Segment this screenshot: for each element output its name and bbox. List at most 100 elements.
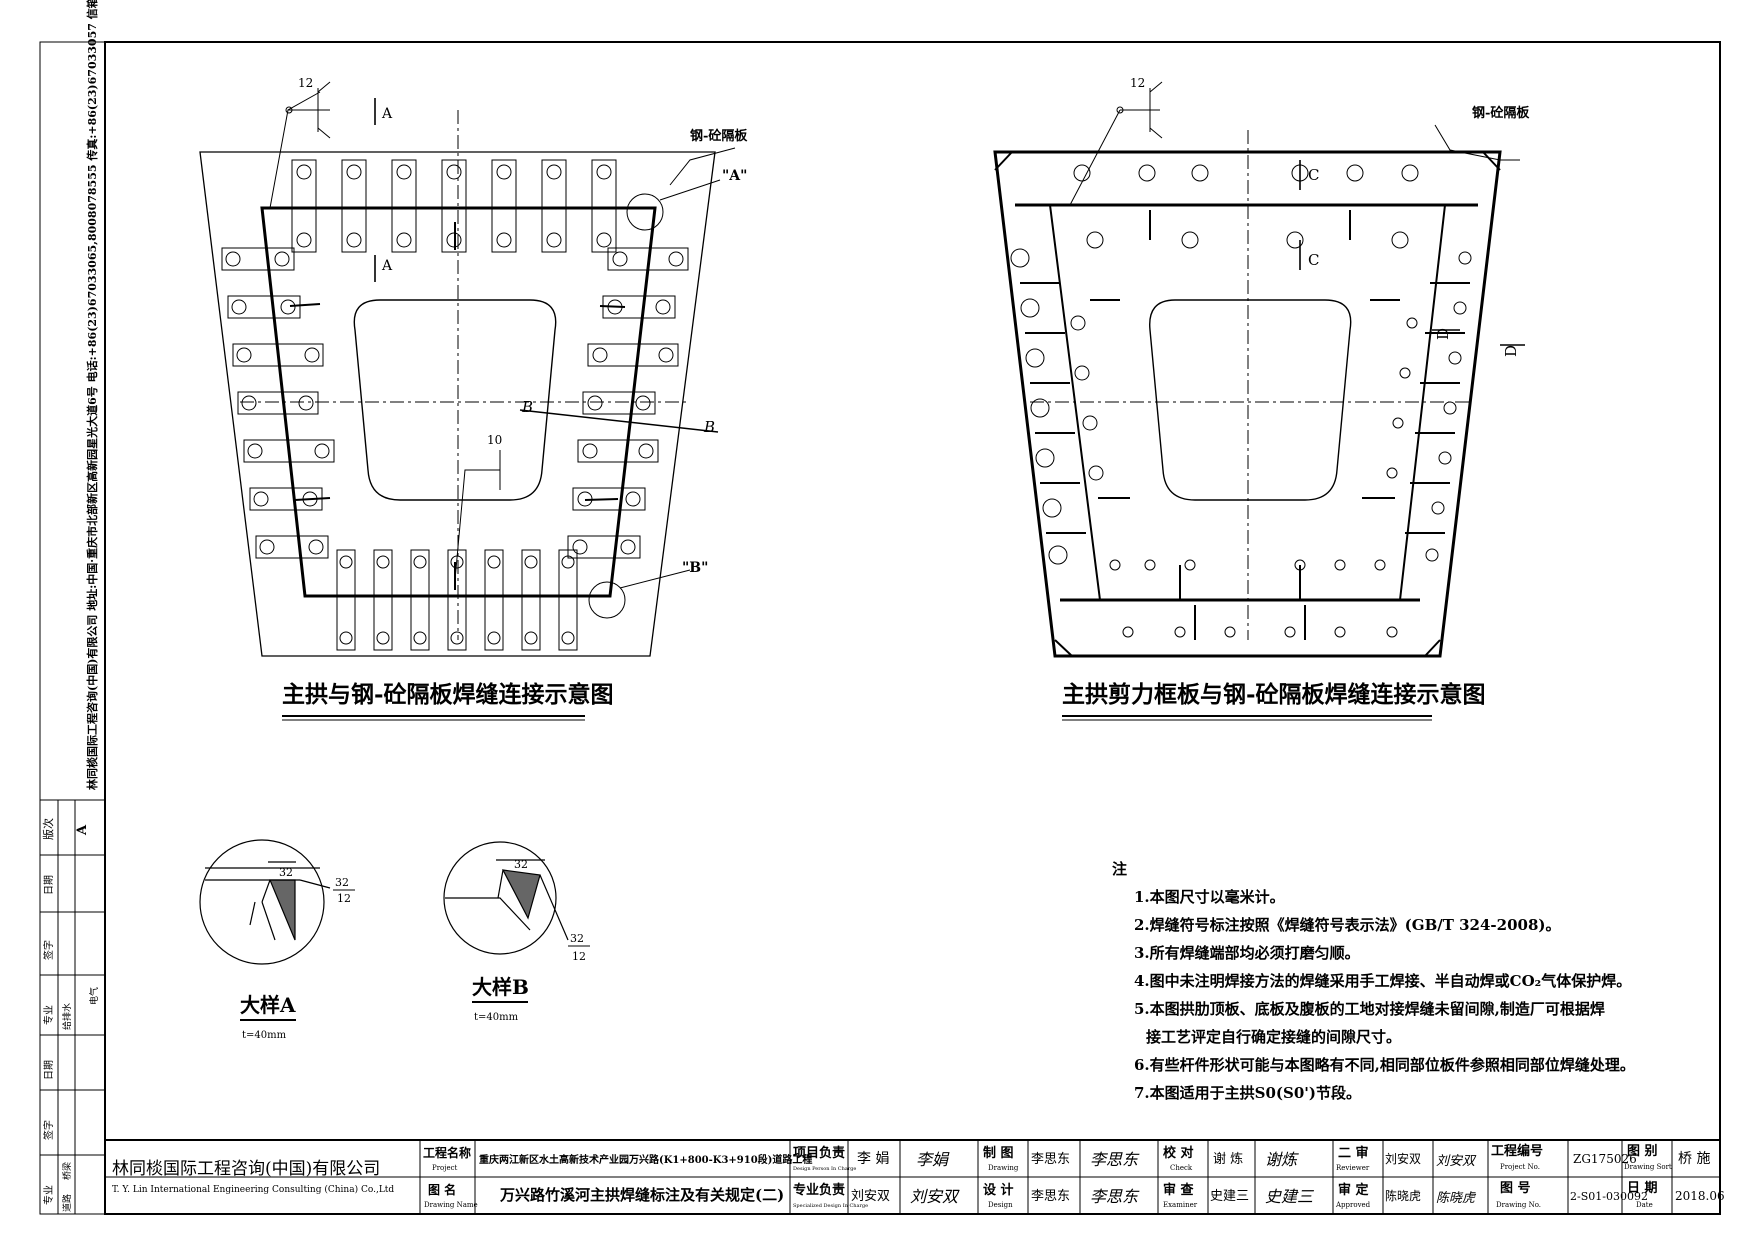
pm-label-en: Design Person In Charge [793,1166,856,1172]
project-label: 工程名称 [423,1145,471,1160]
note-item-7: 7.本图适用于主拱S0(S0')节段。 [1134,1084,1361,1102]
left-weld-size-mid: 10 [487,433,502,447]
drawing-label: 图 名 [428,1182,456,1197]
review-name: 刘安双 [1385,1151,1421,1166]
spec-sign: 刘安双 [910,1187,960,1206]
check-label: 校 对 [1163,1145,1194,1161]
check-sign: 谢炼 [1265,1150,1299,1169]
review-sign: 刘安双 [1436,1154,1477,1169]
left-section-b-right: B [703,418,715,436]
right-section-c-mid: C [1308,251,1319,269]
right-side-studs [567,247,689,559]
draw-label: 制 图 [983,1145,1014,1161]
right-section-d-right: D [1502,345,1520,357]
callout-circle-b [588,581,626,619]
project-no: ZG175026 [1573,1152,1637,1166]
company-name-en: T. Y. Lin International Engineering Cons… [112,1184,394,1195]
note-item-6: 6.有些杆件形状可能与本图略有不同,相同部位板件参照相同部位焊缝处理。 [1134,1056,1635,1074]
notes-title: 注 [1112,860,1128,878]
left-section-drawing [199,81,736,657]
draw-name: 李思东 [1031,1152,1070,1167]
design-label-en: Design [988,1201,1013,1209]
left-section-b-line [519,409,719,433]
sort-label-en: Drawing Sort [1624,1163,1672,1171]
left-manhole [353,299,557,501]
left-weld-size-top: 12 [298,76,313,90]
left-section-a-top: A [381,106,393,122]
check-label-en: Check [1170,1164,1193,1172]
pm-sign: 李娟 [916,1150,950,1169]
exam-name: 史建三 [1210,1189,1249,1204]
right-section-c-top: C [1308,166,1319,184]
drawing-name: 万兴路竹溪河主拱焊缝标注及有关规定(二) [499,1186,784,1204]
rev-label-date1: 日期 [43,875,55,895]
left-callout-a: "A" [722,168,747,184]
projno-label-en: Project No. [1500,1163,1540,1171]
drawing-no: 2-S01-030092 [1570,1190,1648,1203]
left-outer-trapezoid [199,151,716,657]
right-outer-trapezoid [993,150,1502,658]
draw-sign: 李思东 [1090,1150,1140,1169]
inner-frame [104,41,1721,1215]
left-steel-plate-label: 钢-砼隔板 [690,128,748,144]
right-section-d-mid: D [1434,328,1452,340]
approve-label: 审 定 [1338,1182,1369,1198]
date-label: 日 期 [1627,1181,1658,1196]
rev-label-spec1: 专业 [42,1005,55,1025]
review-label: 二 审 [1338,1145,1369,1161]
detail-b-dim: 32 [514,858,528,871]
approve-sign: 陈晓虎 [1436,1190,1477,1206]
note-item-4: 4.图中未注明焊接方法的焊缝采用手工焊接、半自动焊或CO₂气体保护焊。 [1134,972,1632,990]
exam-label: 审 查 [1163,1182,1195,1198]
sort-value: 桥 施 [1678,1151,1710,1167]
detail-a-title: 大样A [240,993,296,1017]
detail-a-weld-bottom: 12 [337,892,351,905]
left-side-studs [221,247,335,559]
left-section-a-mid: A [381,258,393,274]
detail-a-drawing [199,839,331,965]
exam-sign: 史建三 [1265,1187,1315,1206]
spec-name: 刘安双 [851,1189,890,1204]
callout-circle-a [626,193,664,231]
project-name: 重庆两江新区水土高新技术产业园万兴路(K1+800-K3+910段)道路工程 [479,1153,812,1166]
detail-b-drawing [443,841,569,955]
check-name: 谢 炼 [1213,1151,1243,1167]
draw-label-en: Drawing [988,1164,1019,1172]
drawing-label-en: Drawing Name [424,1201,478,1209]
firm-info-vertical: 林同棪国际工程咨询(中国)有限公司 地址:中国·重庆市北部新区高新园星光大道6号… [85,0,99,790]
review-label-en: Reviewer [1336,1164,1370,1172]
detail-a-weld-top: 32 [335,876,349,889]
left-inner-trapezoid [260,206,657,598]
spec-label: 专业负责 [793,1182,845,1198]
right-weld-size-top: 12 [1130,76,1145,90]
right-holes [1010,164,1472,638]
rev-label-spec2: 专业 [42,1185,55,1205]
approve-name: 陈晓虎 [1385,1188,1421,1203]
spec-electric: 电气 [88,987,100,1005]
detail-a-thickness: t=40mm [242,1030,287,1041]
rev-label-sign1: 签字 [42,940,55,960]
left-callout-b: "B" [682,560,708,576]
note-item-2: 2.焊缝符号标注按照《焊缝符号表示法》(GB/T 324-2008)。 [1134,916,1561,934]
approve-label-en: Approved [1335,1201,1371,1209]
spec-water: 给排水 [61,1003,73,1030]
spec-label-en: Specialized Design In Charge [793,1203,868,1209]
spec-bridge: 桥梁 [61,1162,73,1180]
revision-table [39,799,106,1215]
exam-label-en: Examiner [1163,1201,1198,1209]
rev-label-date2: 日期 [43,1060,55,1080]
design-name: 李思东 [1031,1189,1070,1204]
right-manhole [1149,299,1352,501]
rev-label-sign2: 签字 [42,1120,55,1140]
detail-b-thickness: t=40mm [474,1012,519,1023]
pm-label: 项目负责 [793,1145,845,1161]
left-section-b-mid: B [521,398,533,416]
spec-road: 道路 [61,1194,73,1212]
note-item-3: 3.所有焊缝端部均必须打磨匀顺。 [1134,944,1360,962]
rev-value: A [75,824,90,836]
left-top-studs [291,159,617,253]
drawno-label-en: Drawing No. [1496,1201,1541,1209]
date-value: 2018.06 [1675,1189,1725,1203]
design-sign: 李思东 [1090,1187,1140,1206]
